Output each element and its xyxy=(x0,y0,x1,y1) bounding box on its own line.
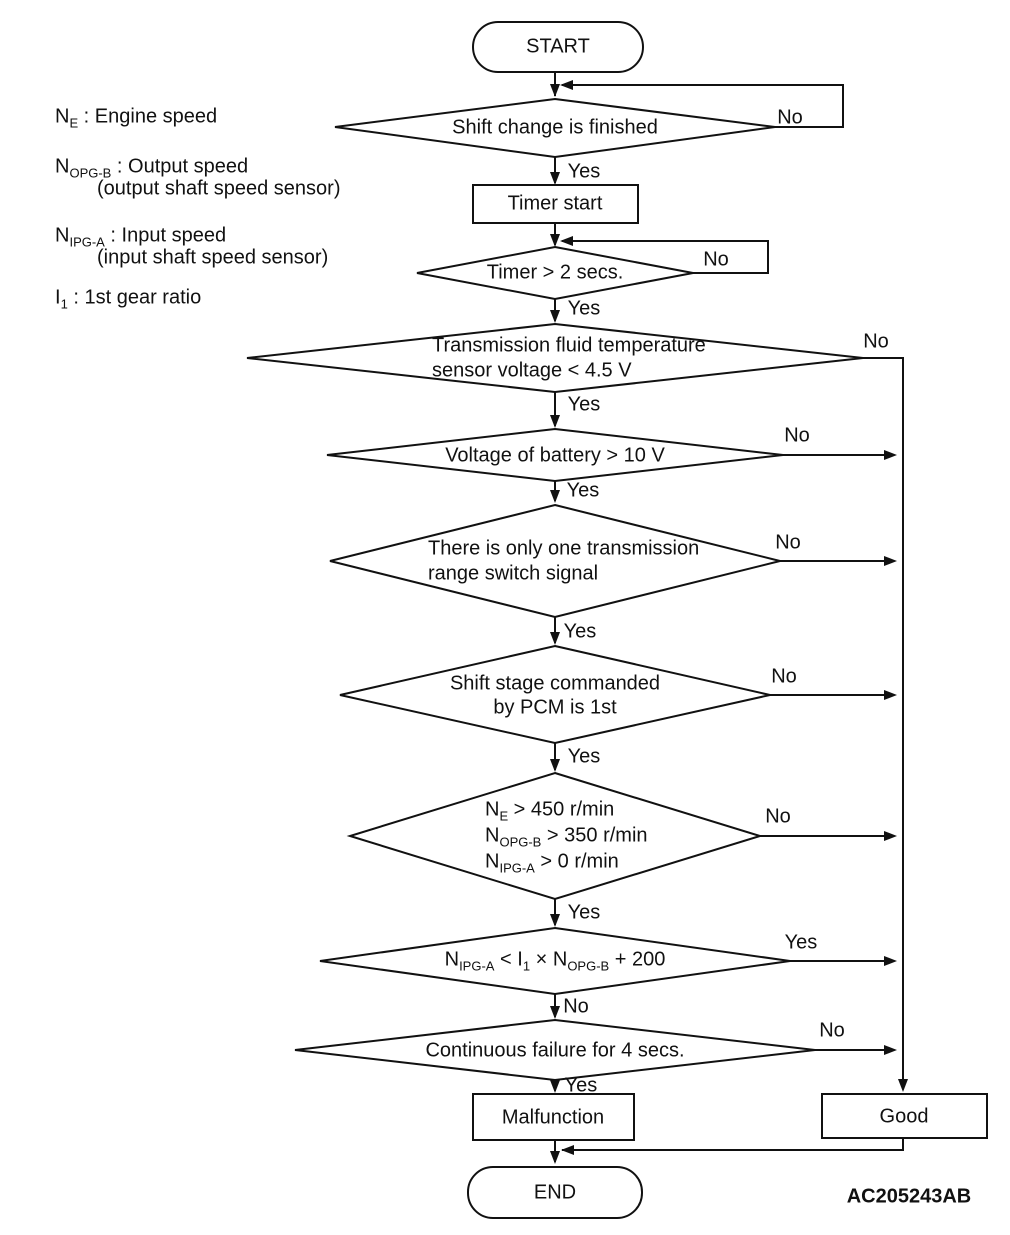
decision-battery-voltage xyxy=(326,427,784,483)
arrowhead xyxy=(884,956,897,966)
arrowhead xyxy=(550,1151,560,1164)
arrowheads xyxy=(550,80,908,1164)
start-label: START xyxy=(526,35,590,58)
start-terminator xyxy=(472,21,644,73)
fluid-temp-label-line2: sensor voltage < 4.5 V xyxy=(432,359,632,382)
process-timer-start xyxy=(472,184,639,224)
decision-shift-stage-pcm xyxy=(339,644,771,745)
decision-range-switch-signal xyxy=(329,503,781,619)
edge-no-loop-shift-change xyxy=(562,84,844,128)
branch-label-yes-speeds: Yes xyxy=(567,901,601,924)
end-label: END xyxy=(533,1181,577,1204)
shift-stage-label-line2: by PCM is 1st xyxy=(493,696,617,719)
timer-start-label: Timer start xyxy=(507,192,603,215)
legend-note-output-sensor: (output shaft speed sensor) xyxy=(97,177,341,200)
arrowhead xyxy=(550,234,560,247)
ratio-label: NIPG-A < I1 × NOPG-B + 200 xyxy=(444,948,666,974)
legend-item-input-speed: NIPG-A : Input speed xyxy=(55,224,227,250)
figure-code: AC205243AB xyxy=(846,1185,972,1208)
decision-fluid-temp-voltage xyxy=(246,322,864,394)
branch-label-no-timer: No xyxy=(703,248,729,271)
arrowhead xyxy=(550,84,560,97)
arrowhead xyxy=(884,831,897,841)
continuous-failure-label: Continuous failure for 4 secs. xyxy=(425,1039,685,1062)
branch-label-yes-ratio: Yes xyxy=(784,931,818,954)
arrowhead xyxy=(884,690,897,700)
arrowhead xyxy=(550,759,560,772)
edge-no-loop-timer-check xyxy=(562,240,769,274)
legend-note-input-sensor: (input shaft speed sensor) xyxy=(97,246,329,269)
branch-label-no-failure: No xyxy=(819,1019,845,1042)
arrowhead xyxy=(550,415,560,428)
decision-timer-2secs xyxy=(416,245,694,301)
shift-stage-label-line1: Shift stage commanded xyxy=(449,672,661,695)
branch-label-yes-battery: Yes xyxy=(566,479,600,502)
arrowhead xyxy=(560,236,573,246)
arrowhead xyxy=(884,1045,897,1055)
edge-fluid-temp-no-rail xyxy=(863,357,904,1080)
arrowhead xyxy=(550,310,560,323)
branch-label-no-battery: No xyxy=(784,424,810,447)
speeds-label-line2: NOPG-B > 350 r/min xyxy=(485,824,648,850)
timer-check-label: Timer > 2 secs. xyxy=(486,261,624,284)
good-label: Good xyxy=(879,1105,929,1128)
end-terminator xyxy=(467,1166,643,1219)
branch-label-yes-fluid-temp: Yes xyxy=(567,393,601,416)
arrowhead xyxy=(550,914,560,927)
battery-label: Voltage of battery > 10 V xyxy=(445,444,665,467)
branch-label-no-speeds: No xyxy=(765,805,791,828)
edge-good-to-end xyxy=(562,1138,904,1151)
branch-label-yes-failure: Yes xyxy=(564,1074,598,1097)
range-switch-label-line2: range switch signal xyxy=(428,562,599,585)
speeds-label-line3: NIPG-A > 0 r/min xyxy=(485,850,619,876)
range-switch-label-line1: There is only one transmission xyxy=(428,537,700,560)
legend-item-engine-speed: NE : Engine speed xyxy=(55,105,218,131)
arrowhead xyxy=(561,1145,574,1155)
speeds-label-line1: NE > 450 r/min xyxy=(485,798,615,824)
branch-label-yes-shift-change: Yes xyxy=(567,160,601,183)
arrowhead xyxy=(550,490,560,503)
arrowhead xyxy=(898,1079,908,1092)
arrowhead xyxy=(550,172,560,185)
decision-speed-conditions xyxy=(346,771,764,901)
branch-label-yes-timer: Yes xyxy=(567,297,601,320)
branch-label-no-range-switch: No xyxy=(775,531,801,554)
arrowhead xyxy=(884,450,897,460)
legend-item-gear-ratio: I1 : 1st gear ratio xyxy=(55,286,202,312)
arrowhead xyxy=(550,1080,560,1093)
shift-change-label: Shift change is finished xyxy=(452,116,658,139)
arrowhead xyxy=(560,80,573,90)
process-good xyxy=(821,1093,988,1139)
branch-label-no-shift-stage: No xyxy=(771,665,797,688)
legend-item-output-speed: NOPG-B : Output speed xyxy=(55,155,249,181)
branch-label-no-shift-change: No xyxy=(777,106,803,129)
branch-label-no-ratio: No xyxy=(563,995,589,1018)
fluid-temp-label-line1: Transmission fluid temperature xyxy=(432,334,706,357)
decision-ratio-comparison xyxy=(319,926,791,996)
decision-shift-change-finished xyxy=(334,97,776,159)
arrowhead xyxy=(550,1006,560,1019)
branch-label-yes-range-switch: Yes xyxy=(563,620,597,643)
process-malfunction xyxy=(472,1093,635,1141)
branch-label-yes-shift-stage: Yes xyxy=(567,745,601,768)
arrowhead xyxy=(884,556,897,566)
branch-label-no-fluid-temp: No xyxy=(863,330,889,353)
arrowhead xyxy=(550,632,560,645)
malfunction-label: Malfunction xyxy=(501,1106,605,1129)
